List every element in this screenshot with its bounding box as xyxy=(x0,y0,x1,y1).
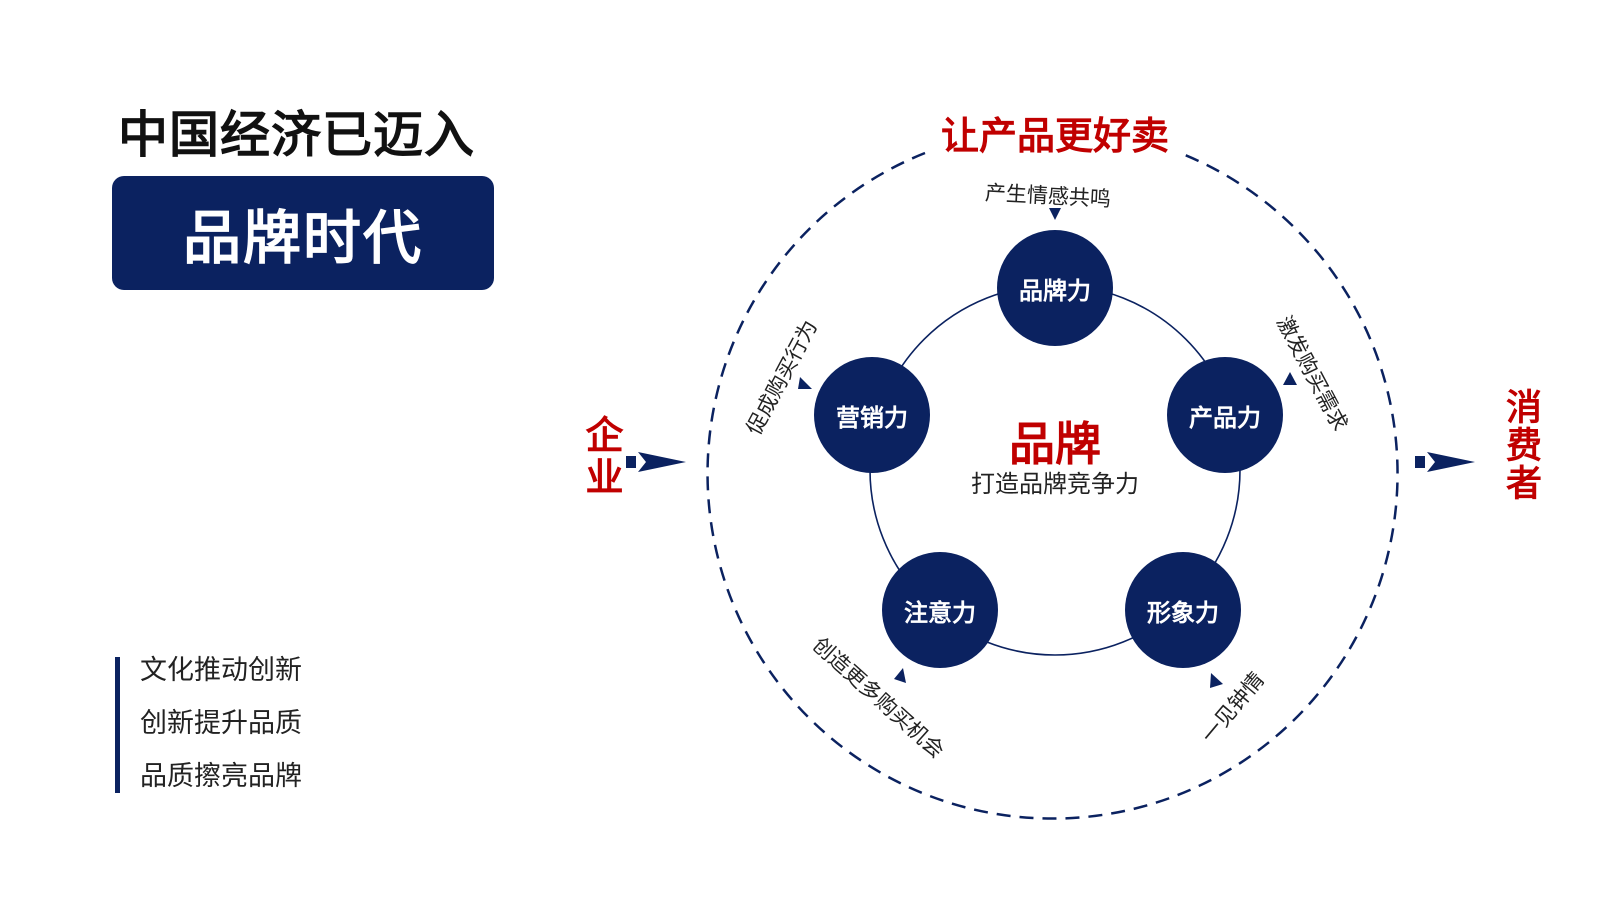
node-marketing-power: 营销力 xyxy=(814,357,930,473)
top-label: 让产品更好卖 xyxy=(940,114,1169,158)
node-brand-power: 品牌力 xyxy=(997,230,1113,346)
point-item: 品质擦亮品牌 xyxy=(140,761,302,792)
triangle-marker-icon xyxy=(1049,208,1061,220)
enterprise-label: 企业 xyxy=(579,415,623,499)
left-arrow-icon xyxy=(626,452,686,472)
triangle-marker-icon xyxy=(894,668,906,683)
consumer-label: 消费者 xyxy=(1500,388,1541,502)
point-item: 创新提升品质 xyxy=(140,708,302,739)
center-subtitle: 打造品牌竞争力 xyxy=(971,470,1139,498)
point-item: 文化推动创新 xyxy=(140,655,302,686)
triangle-marker-icon xyxy=(1210,673,1223,688)
node-attention-power: 注意力 xyxy=(882,552,998,668)
right-arrow-icon xyxy=(1415,452,1475,472)
brand-era-badge: 品牌时代 xyxy=(112,176,494,290)
triangle-marker-icon xyxy=(1283,372,1297,385)
outer-dashed-circle xyxy=(706,151,1399,820)
headline: 中国经济已迈入 xyxy=(118,106,475,164)
node-product-power: 产品力 xyxy=(1167,357,1283,473)
triangle-marker-icon xyxy=(798,377,812,389)
node-image-power: 形象力 xyxy=(1125,552,1241,668)
center-title: 品牌 xyxy=(1009,417,1101,471)
key-points-list: 文化推动创新 创新提升品质 品质擦亮品牌 xyxy=(115,657,302,793)
